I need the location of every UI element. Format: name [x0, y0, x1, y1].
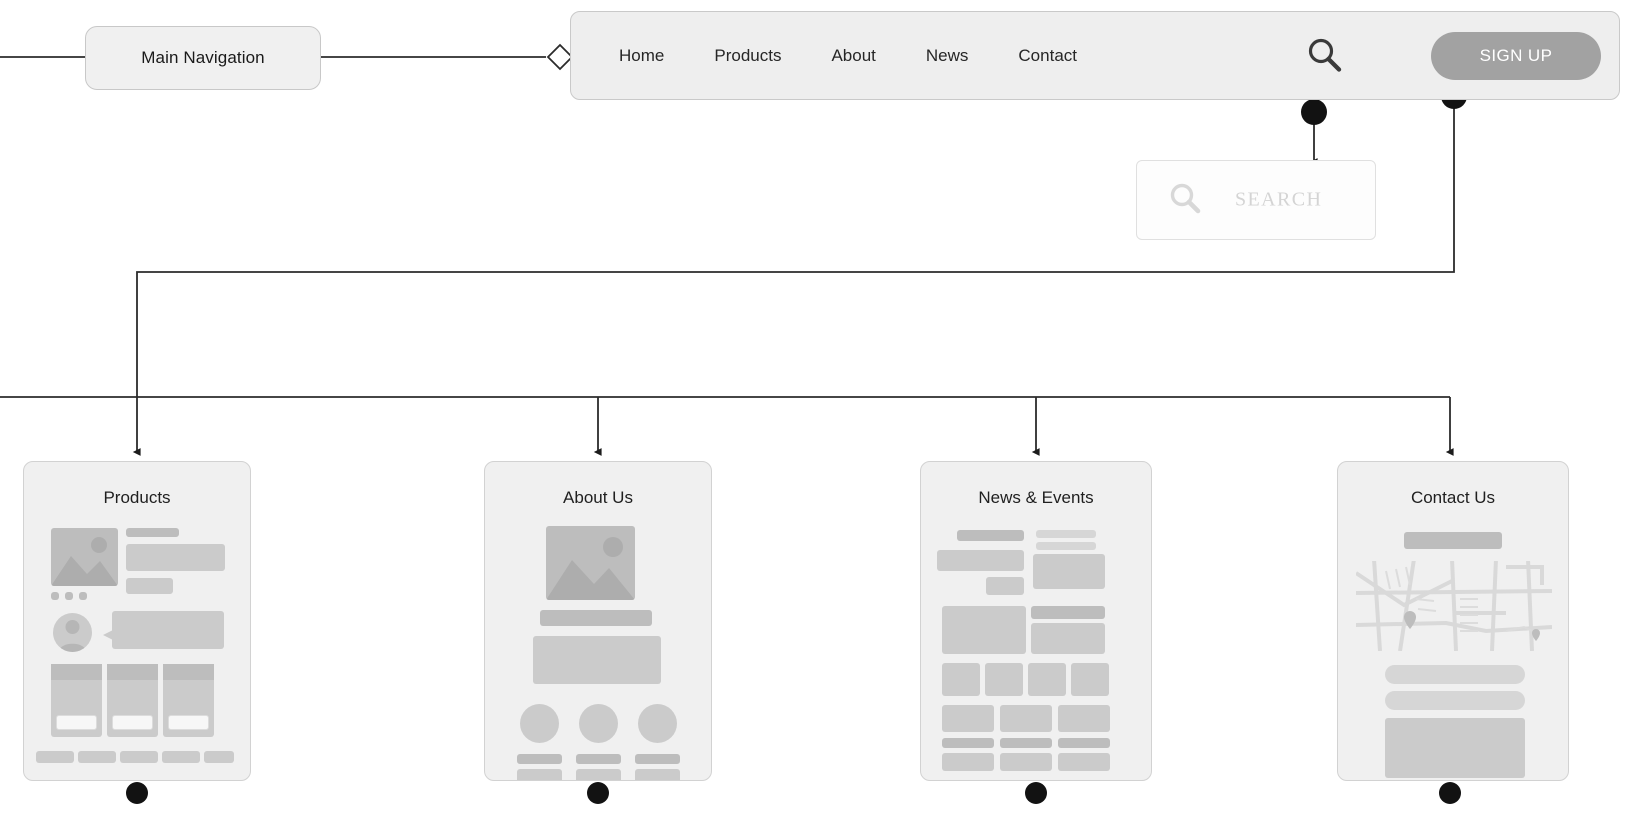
text-block [1031, 623, 1105, 654]
text-block [1033, 554, 1105, 589]
page-card-title: About Us [563, 488, 633, 507]
caption-block [576, 769, 621, 780]
avatar-circle [638, 704, 677, 743]
heading-bar [540, 610, 652, 626]
caption-bar [1000, 738, 1052, 748]
footer-cell [36, 751, 74, 763]
nav-link-about[interactable]: About [831, 45, 876, 65]
speech-bubble [112, 611, 224, 649]
search-input-placeholder[interactable]: SEARCH [1235, 188, 1323, 211]
node-main-navigation[interactable]: Main Navigation [85, 26, 321, 90]
card-anchor-dot [1439, 782, 1461, 804]
avatar-circle [520, 704, 559, 743]
page-card-products[interactable]: Products [23, 461, 251, 781]
content-block [533, 636, 661, 684]
card-anchor-dot [1025, 782, 1047, 804]
heading-bar [957, 530, 1024, 541]
form-textarea-field [1385, 718, 1525, 778]
grid-tile [1071, 663, 1109, 696]
search-source-dot [1301, 99, 1327, 125]
product-tile [107, 664, 158, 737]
footer-cell [78, 751, 116, 763]
nav-link-home[interactable]: Home [619, 45, 665, 65]
image-placeholder [546, 526, 635, 600]
footer-cell [120, 751, 158, 763]
text-block [937, 550, 1024, 571]
heading-bar [1031, 606, 1105, 619]
product-tile [163, 664, 214, 737]
aggregation-diamond [546, 43, 574, 71]
footer-cell [162, 751, 200, 763]
caption-bar [1058, 738, 1110, 748]
text-block [986, 577, 1024, 595]
page-card-news-events[interactable]: News & Events [920, 461, 1152, 781]
page-card-title: News & Events [978, 488, 1094, 507]
mountain-icon [51, 537, 118, 586]
caption-block [942, 753, 994, 771]
card-anchor-dot [587, 782, 609, 804]
nav-link-products[interactable]: Products [714, 45, 782, 65]
search-icon[interactable] [1304, 35, 1346, 77]
text-bar [65, 592, 73, 600]
grid-tile [1028, 663, 1066, 696]
avatar-icon [53, 613, 92, 652]
grid-tile [942, 663, 980, 696]
footer-cell [204, 751, 234, 763]
product-tile [51, 664, 102, 737]
caption-block [1000, 753, 1052, 771]
grid-tile [1000, 705, 1052, 732]
page-card-title: Products [103, 488, 171, 507]
grid-tile [942, 705, 994, 732]
image-placeholder [51, 528, 118, 586]
page-card-title: Contact Us [1410, 488, 1496, 507]
speech-bubble-tail [103, 630, 113, 640]
grid-tile [1058, 705, 1110, 732]
heading-bar [126, 528, 179, 537]
caption-bar [635, 754, 680, 764]
caption-bar [517, 754, 562, 764]
grid-tile [985, 663, 1023, 696]
search-dropdown-panel[interactable]: SEARCH [1136, 160, 1376, 240]
sign-up-button-label: SIGN UP [1479, 45, 1553, 65]
avatar-circle [579, 704, 618, 743]
form-input-field [1385, 665, 1525, 684]
text-block [126, 544, 225, 571]
map-placeholder [1356, 561, 1552, 651]
mountain-icon [546, 537, 635, 600]
card-anchor-dot [126, 782, 148, 804]
text-bar [1036, 542, 1096, 550]
nav-links-group: Home Products About News Contact [619, 12, 1077, 99]
search-icon [1170, 183, 1201, 214]
sign-up-button[interactable]: SIGN UP [1431, 31, 1601, 80]
text-bar [51, 592, 59, 600]
form-input-field [1385, 691, 1525, 710]
nav-link-contact[interactable]: Contact [1018, 45, 1077, 65]
caption-block [635, 769, 680, 780]
nav-link-news[interactable]: News [925, 45, 969, 65]
node-main-navigation-label: Main Navigation [141, 48, 265, 67]
button-block [126, 578, 173, 594]
heading-bar [1404, 532, 1502, 549]
navigation-bar: Home Products About News Contact SIGN UP [570, 11, 1620, 100]
caption-bar [942, 738, 994, 748]
text-bar [79, 592, 87, 600]
caption-bar [576, 754, 621, 764]
caption-block [1058, 753, 1110, 771]
caption-block [517, 769, 562, 780]
page-card-contact-us[interactable]: Contact Us [1337, 461, 1569, 781]
page-card-about-us[interactable]: About Us [484, 461, 712, 781]
text-bar [1036, 530, 1096, 538]
feature-block [942, 606, 1026, 654]
